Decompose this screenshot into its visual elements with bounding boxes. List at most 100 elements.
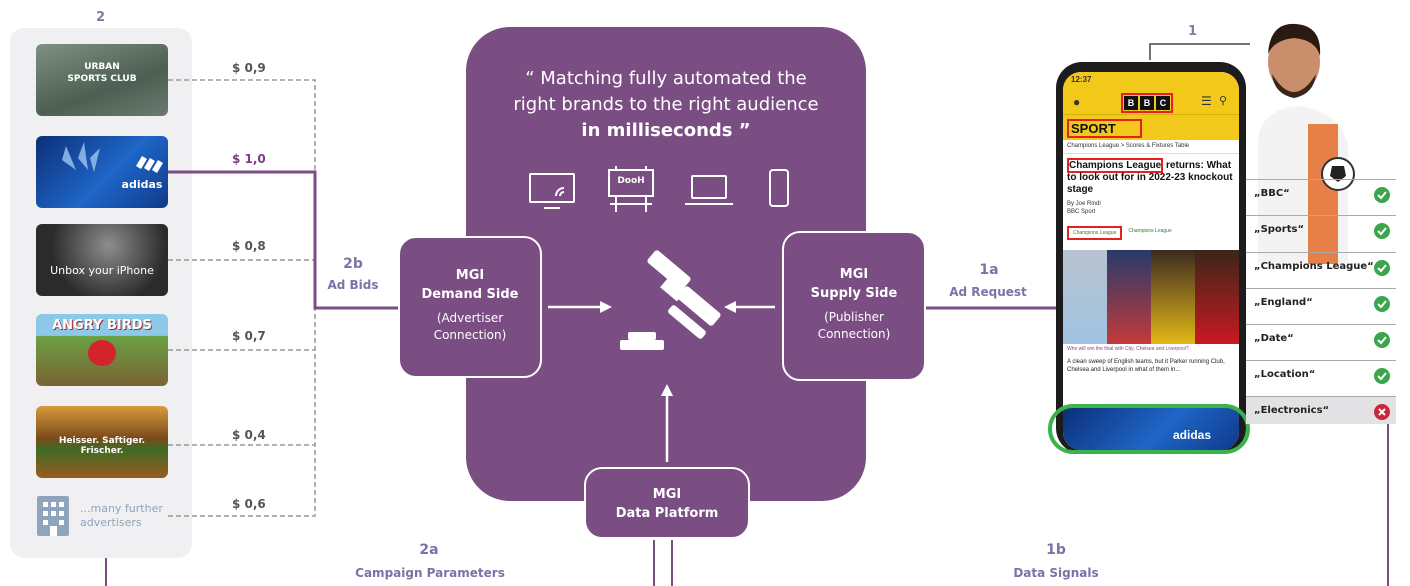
ad-adidas: adidas bbox=[36, 136, 168, 208]
keyword-label: „England“ bbox=[1254, 297, 1313, 308]
keyword-tag: „Date“ bbox=[1246, 324, 1396, 352]
keyword-label: „BBC“ bbox=[1254, 188, 1290, 199]
ad-urban-sports-club: URBAN SPORTS CLUB bbox=[36, 44, 168, 116]
check-icon bbox=[1374, 223, 1390, 239]
adidas-feather-graphic bbox=[62, 142, 163, 173]
step-1b-label: 1b bbox=[1046, 542, 1066, 558]
byline-outlet: BBC Sport bbox=[1067, 209, 1096, 215]
topic-chip-highlight[interactable]: Champions League bbox=[1067, 226, 1123, 240]
bbc-header: ● B B C ☰ ⚲ bbox=[1063, 90, 1239, 114]
check-icon bbox=[1374, 187, 1390, 203]
menu-icon[interactable]: ☰ bbox=[1201, 94, 1212, 108]
sport-title: SPORT bbox=[1067, 119, 1142, 138]
supply-side-title-2: Supply Side bbox=[810, 286, 898, 301]
demand-side-title-2: Demand Side bbox=[421, 287, 519, 302]
more-advertisers-text: ...many further advertisers bbox=[80, 502, 172, 530]
dooh-label: DooH bbox=[617, 176, 645, 186]
phone-ad-banner[interactable]: adidas bbox=[1063, 408, 1239, 450]
ad-bids-label: Ad Bids bbox=[327, 278, 379, 292]
bbc-logo: B B C bbox=[1121, 93, 1173, 113]
supply-side-sub-1: (Publisher bbox=[824, 310, 884, 324]
matching-quote: “ Matching fully automated the right bra… bbox=[466, 66, 866, 144]
demand-side-box: MGI Demand Side (Advertiser Connection) bbox=[398, 236, 542, 378]
keyword-tag: „Champions League“ bbox=[1246, 252, 1396, 280]
step-1a-label: 1a bbox=[979, 262, 999, 278]
step-2b-label: 2b bbox=[343, 256, 363, 272]
phone-screen: 12:37 ● B B C ☰ ⚲ SPORT Champions League… bbox=[1063, 72, 1239, 450]
player-photo bbox=[1195, 250, 1239, 344]
keyword-label: „Sports“ bbox=[1254, 224, 1305, 235]
byline-author: By Joe Rindl bbox=[1067, 201, 1101, 207]
supply-side-box: MGI Supply Side (Publisher Connection) bbox=[782, 231, 926, 381]
angry-bird-graphic bbox=[88, 340, 116, 366]
headline-rest: returns: What to look out for in 2022-23… bbox=[1067, 160, 1233, 195]
more-advertisers-line2: advertisers bbox=[80, 516, 142, 529]
ad-slot-highlight bbox=[1048, 404, 1250, 454]
bid-price: $ 0,6 bbox=[232, 497, 266, 511]
phone-ad-brand: adidas bbox=[1173, 428, 1212, 442]
keyword-tag-rejected: „Electronics“ bbox=[1246, 396, 1396, 424]
keyword-label: „Champions League“ bbox=[1254, 261, 1374, 272]
ad-text: adidas bbox=[121, 178, 163, 191]
player-photo bbox=[1151, 250, 1195, 344]
headline-highlight: Champions League bbox=[1067, 158, 1164, 173]
check-icon bbox=[1374, 296, 1390, 312]
keyword-label: „Location“ bbox=[1254, 369, 1316, 380]
step-2-label: 2 bbox=[96, 10, 106, 25]
supply-side-sub-2: Connection) bbox=[817, 327, 891, 341]
demand-side-title-1: MGI bbox=[455, 268, 485, 283]
image-caption: Who will win the final with City, Chelse… bbox=[1067, 346, 1189, 352]
sport-nav[interactable]: Champions League > Scores & Fixtures Tab… bbox=[1063, 140, 1239, 154]
bid-price: $ 0,9 bbox=[232, 61, 266, 75]
campaign-parameters-label: Campaign Parameters bbox=[355, 566, 505, 580]
keyword-label: „Date“ bbox=[1254, 333, 1294, 344]
bbc-logo-letter: B bbox=[1140, 96, 1154, 110]
quote-line-3: in milliseconds ” bbox=[581, 120, 751, 141]
demand-side-sub-2: Connection) bbox=[433, 328, 507, 342]
bbc-logo-letter: C bbox=[1156, 96, 1170, 110]
sport-banner: SPORT bbox=[1063, 114, 1239, 140]
data-platform-box: MGI Data Platform bbox=[584, 467, 750, 539]
ad-text: ANGRY BIRDS bbox=[52, 318, 152, 333]
winning-bid-price: $ 1,0 bbox=[232, 152, 266, 166]
keyword-tag: „BBC“ bbox=[1246, 179, 1396, 207]
data-signals-label: Data Signals bbox=[1013, 566, 1099, 580]
check-icon bbox=[1374, 332, 1390, 348]
ad-burger: Heisser. Saftiger. Frischer. bbox=[36, 406, 168, 478]
quote-line-1: “ Matching fully automated the bbox=[525, 68, 807, 89]
keyword-label: „Electronics“ bbox=[1254, 405, 1330, 416]
topic-chips: Champions League Champions League bbox=[1063, 220, 1239, 246]
check-icon bbox=[1374, 368, 1390, 384]
ad-text: URBAN bbox=[84, 62, 120, 72]
ad-text: Unbox your iPhone bbox=[50, 264, 154, 277]
ad-angry-birds: ANGRY BIRDS bbox=[36, 314, 168, 386]
ad-request-label: Ad Request bbox=[949, 285, 1027, 299]
bid-price: $ 0,7 bbox=[232, 329, 266, 343]
ad-text: SPORTS CLUB bbox=[67, 74, 137, 84]
ad-text: Heisser. Saftiger. Frischer. bbox=[58, 436, 146, 456]
keyword-tag: „England“ bbox=[1246, 288, 1396, 316]
keyword-tag: „Sports“ bbox=[1246, 215, 1396, 243]
byline: By Joe Rindl BBC Sport bbox=[1063, 196, 1239, 220]
topic-chip[interactable]: Champions League bbox=[1128, 228, 1172, 234]
bid-price: $ 0,4 bbox=[232, 428, 266, 442]
status-time: 12:37 bbox=[1071, 75, 1092, 84]
account-icon[interactable]: ● bbox=[1073, 95, 1081, 109]
cross-icon bbox=[1374, 404, 1390, 420]
data-platform-title-1: MGI bbox=[652, 487, 682, 502]
ad-iphone: Unbox your iPhone bbox=[36, 224, 168, 296]
step-1-label: 1 bbox=[1188, 24, 1198, 39]
quote-line-2: right brands to the right audience bbox=[513, 94, 819, 115]
article-body: A clean sweep of English teams, but it P… bbox=[1067, 359, 1225, 373]
article-headline[interactable]: Champions League returns: What to look o… bbox=[1063, 154, 1239, 196]
article-hero-image bbox=[1063, 250, 1239, 344]
demand-side-sub-1: (Advertiser bbox=[436, 311, 504, 325]
player-photo bbox=[1107, 250, 1151, 344]
player-photo bbox=[1063, 250, 1107, 344]
search-icon[interactable]: ⚲ bbox=[1219, 95, 1228, 107]
data-platform-title-2: Data Platform bbox=[615, 506, 719, 521]
user-avatar-person bbox=[1238, 14, 1358, 264]
supply-side-title-1: MGI bbox=[839, 267, 869, 282]
status-bar: 12:37 bbox=[1063, 72, 1239, 90]
more-advertisers-line1: ...many further bbox=[80, 502, 163, 515]
